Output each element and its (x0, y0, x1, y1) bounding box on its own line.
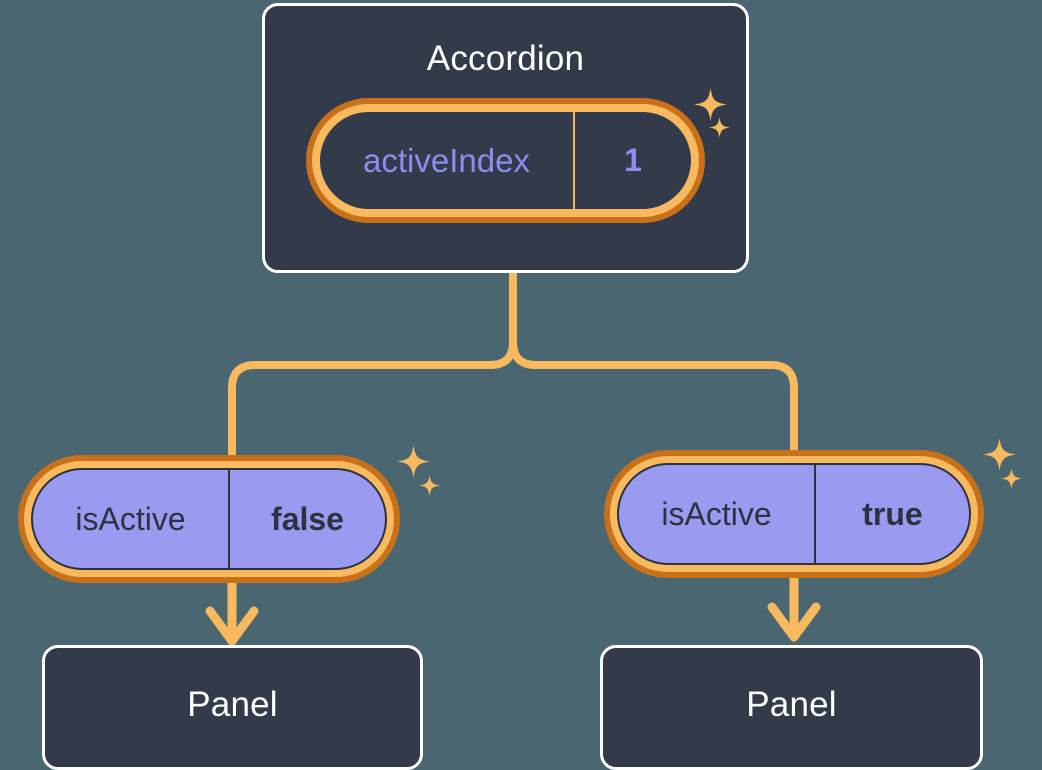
state-pill-key: activeIndex (320, 112, 575, 209)
pill-body: activeIndex 1 (319, 111, 692, 210)
pill-outer-ring: isActive true (604, 450, 984, 578)
state-pill-value: 1 (624, 142, 642, 178)
arrow-right-head (767, 602, 821, 642)
arrow-left-head (205, 606, 259, 646)
pill-inner-ring: isActive false (24, 461, 394, 577)
prop-pill-value-left: false (271, 500, 344, 537)
panel-right-title: Panel (746, 685, 837, 724)
state-pill-activeindex[interactable]: activeIndex 1 (306, 98, 705, 223)
pill-outer-ring: isActive false (18, 455, 400, 583)
connector-branch-right (509, 341, 798, 455)
prop-pill-value-right: true (862, 495, 923, 532)
prop-pill-isactive-false[interactable]: isActive false (18, 455, 400, 583)
panel-left-title: Panel (187, 685, 278, 724)
pill-body: isActive true (617, 463, 971, 565)
component-box-panel-left[interactable]: Panel (42, 645, 423, 770)
sparkle-left-small-icon (419, 475, 440, 496)
prop-pill-key-left: isActive (33, 470, 230, 568)
prop-pill-key-right: isActive (619, 465, 816, 563)
component-box-panel-right[interactable]: Panel (600, 645, 983, 770)
pill-inner-ring: activeIndex 1 (312, 104, 699, 217)
sparkle-left-large-icon (397, 445, 430, 478)
pill-body: isActive false (31, 468, 387, 570)
accordion-title: Accordion (426, 39, 585, 78)
sparkle-right-large-icon (983, 438, 1016, 471)
connector-branch-left (228, 341, 517, 458)
sparkle-right-small-icon (1001, 468, 1022, 489)
pill-outer-ring: activeIndex 1 (306, 98, 705, 223)
prop-pill-isactive-true[interactable]: isActive true (604, 450, 984, 578)
pill-inner-ring: isActive true (610, 456, 978, 572)
